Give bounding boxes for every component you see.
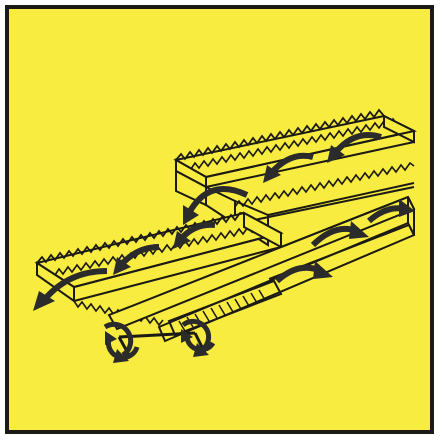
- straw-walker-diagram: [9, 9, 430, 430]
- figure-panel: [5, 5, 434, 434]
